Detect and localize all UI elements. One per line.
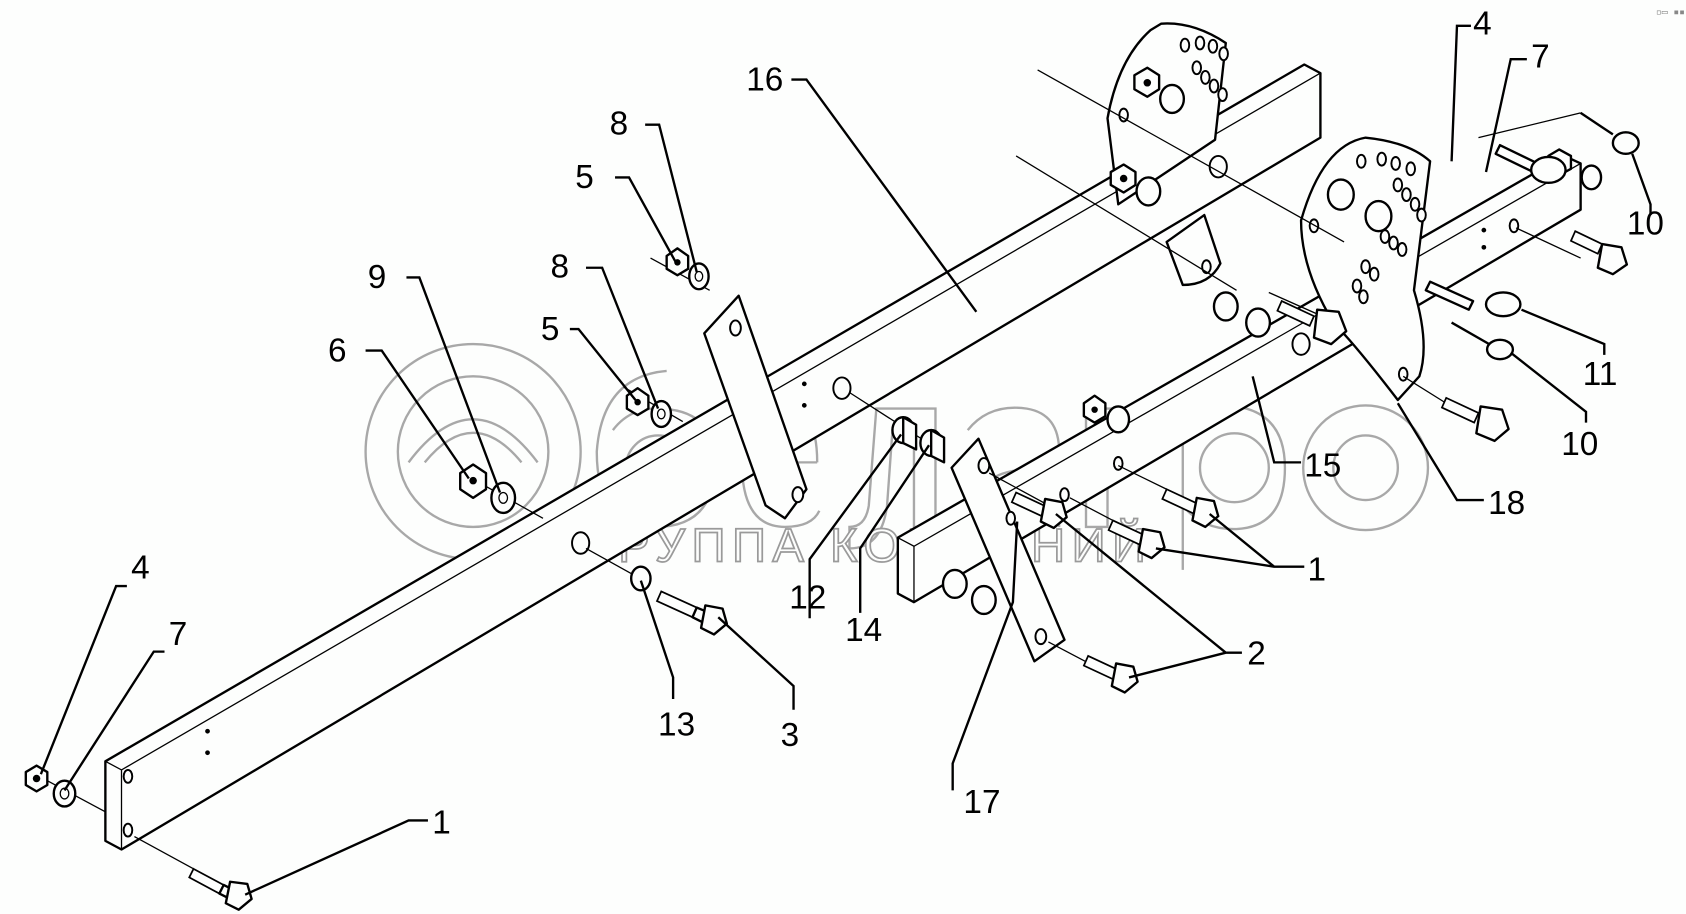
- callout-6: 6: [328, 332, 347, 369]
- corner-mark: ▫▭ ▪▪▪: [1656, 7, 1686, 18]
- callout-1-left: 1: [432, 804, 451, 841]
- pin-11-upper: [1494, 143, 1567, 184]
- callout-8-lower: 8: [551, 248, 570, 285]
- bolt-1-left: [188, 867, 253, 911]
- callout-4-right: 4: [1473, 5, 1492, 42]
- bolt-2-lower: [1082, 654, 1139, 694]
- callout-17: 17: [963, 784, 1000, 821]
- bushing-upper-2: [1364, 199, 1393, 233]
- callout-1-right: 1: [1308, 552, 1327, 589]
- nut-upper-back-2: [1109, 163, 1137, 194]
- bushing-14: [919, 428, 946, 464]
- washer-9: [490, 481, 517, 515]
- nut-6: [459, 463, 488, 500]
- bolt-upper-pin: [1276, 299, 1348, 346]
- bolt-1-mid-a: [1161, 488, 1220, 529]
- callout-10-lower: 10: [1561, 426, 1598, 463]
- pin-11-lower: [1424, 280, 1522, 318]
- washer-8-upper: [688, 262, 710, 291]
- washer-mid: [1106, 405, 1131, 434]
- washer-upper-back-2: [1135, 176, 1162, 207]
- callout-15: 15: [1304, 447, 1341, 484]
- bolt-2-upper: [1010, 491, 1068, 530]
- callout-7-right: 7: [1531, 39, 1550, 76]
- washer-7-right: [1580, 164, 1603, 191]
- nut-4-left: [24, 764, 49, 793]
- plate-upper-back: [1106, 22, 1229, 287]
- bushing-lower-1: [1212, 291, 1239, 322]
- bracket-plate-left: [703, 294, 808, 520]
- callout-16: 16: [746, 61, 783, 98]
- callout-13: 13: [658, 707, 695, 744]
- plate-17: [950, 437, 1066, 663]
- callout-7-left: 7: [169, 616, 188, 653]
- beam-16: [104, 63, 1322, 851]
- callout-12: 12: [789, 580, 826, 617]
- washer-upper-back-1: [1159, 83, 1186, 115]
- bolt-right-upper: [1569, 230, 1629, 276]
- nut-mid: [1082, 394, 1107, 424]
- callout-4-left: 4: [131, 550, 150, 587]
- washer-8-lower: [650, 399, 673, 429]
- callouts: 4 7 1 9 6 5 8 8 5 16 12 14 13: [39, 5, 1664, 896]
- callout-5-upper: 5: [575, 159, 594, 196]
- plate-upper-holes: [1118, 35, 1229, 275]
- nut-upper-back-1: [1133, 66, 1161, 98]
- callout-3: 3: [781, 717, 800, 754]
- callout-5-lower: 5: [541, 311, 560, 348]
- bushing-upper-1: [1326, 178, 1355, 211]
- callout-8-upper: 8: [610, 105, 629, 142]
- callout-18: 18: [1488, 485, 1525, 522]
- bushing-13: [629, 565, 652, 592]
- washer-7-left: [52, 779, 77, 808]
- callout-11: 11: [1583, 356, 1618, 393]
- callout-2: 2: [1247, 636, 1266, 673]
- bolt-3: [655, 590, 729, 636]
- clip-10-upper: [1579, 111, 1640, 155]
- bushing-12: [891, 416, 918, 451]
- callout-10-upper: 10: [1627, 205, 1664, 242]
- callout-9: 9: [368, 259, 387, 296]
- clip-10-lower: [1451, 321, 1515, 361]
- bushing-17-1: [941, 568, 968, 600]
- watermark-subtitle: ГРУППА КОМПАНИЙ: [586, 517, 1153, 572]
- bushing-17-2: [970, 584, 997, 616]
- callout-14: 14: [845, 612, 882, 649]
- bolt-1-mid-b: [1107, 519, 1166, 560]
- bushing-lower-2: [1245, 307, 1272, 338]
- bolt-right-lower: [1440, 396, 1510, 443]
